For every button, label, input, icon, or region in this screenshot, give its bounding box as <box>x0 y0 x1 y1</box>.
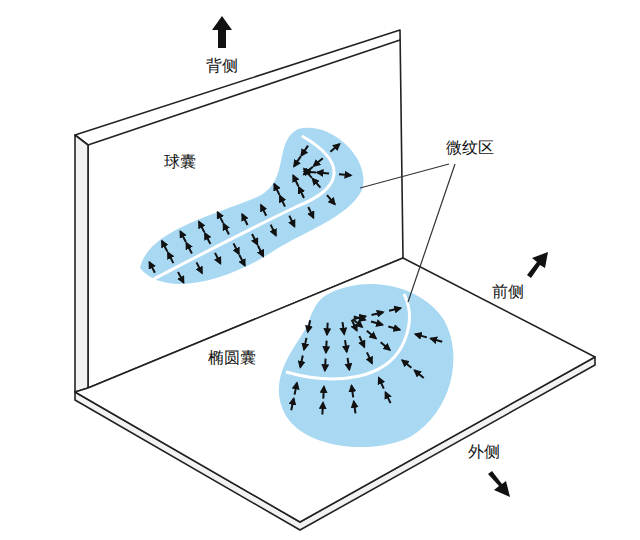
utricle-macula <box>279 284 454 447</box>
hair-cell-arrow <box>359 336 364 347</box>
hair-cell-arrow <box>178 272 184 283</box>
hair-cell-arrow <box>317 171 329 174</box>
hair-cell-arrow <box>299 187 304 198</box>
hair-cell-arrow <box>271 225 276 236</box>
hair-cell-arrow <box>402 360 411 368</box>
hair-cell-arrows <box>149 144 442 415</box>
hair-cell-arrow <box>343 322 345 334</box>
hair-cell-arrow <box>149 262 155 273</box>
hair-cell-arrow <box>330 144 339 152</box>
hair-cell-arrow <box>326 323 329 335</box>
floor-face <box>75 258 595 522</box>
hair-cell-arrow <box>215 253 220 264</box>
hair-cell-arrow <box>280 196 285 207</box>
hair-cell-arrow <box>252 234 257 245</box>
direction-arrow <box>212 16 232 48</box>
wall-edge <box>75 135 88 392</box>
hair-cell-arrow <box>324 359 327 371</box>
hair-cell-arrow <box>352 386 354 398</box>
hair-cell-arrow <box>291 399 293 411</box>
hair-cell-arrow <box>379 378 384 389</box>
hair-cell-arrow <box>325 341 328 353</box>
hair-cell-arrow <box>414 370 423 378</box>
hair-cell-arrow <box>367 331 376 339</box>
hair-cell-arrow <box>354 401 356 413</box>
hair-cell-arrow <box>168 252 174 263</box>
hair-cell-arrow <box>258 246 263 257</box>
hair-cell-arrow <box>300 356 302 368</box>
hair-cell-arrow <box>196 262 202 273</box>
hair-cell-arrow <box>322 387 325 399</box>
wall-top-edge <box>88 40 400 145</box>
hair-cell-arrow <box>353 319 362 327</box>
hair-cell-arrow <box>180 231 186 242</box>
hair-cell-arrow <box>294 156 301 166</box>
hair-cell-arrow <box>261 205 266 216</box>
hair-cell-arrow <box>354 317 366 320</box>
direction-label: 外侧 <box>468 442 500 461</box>
hair-cell-arrow <box>293 175 298 186</box>
hair-cell-arrow <box>354 316 366 319</box>
saccule-macula <box>140 128 364 284</box>
hair-cell-arrow <box>308 207 313 218</box>
saccule-striola <box>148 136 334 282</box>
direction-arrow <box>488 471 510 497</box>
hair-cell-arrow <box>313 179 321 188</box>
hair-cell-arrow <box>162 241 168 252</box>
hair-cell-arrow <box>304 167 313 175</box>
leader-line <box>360 164 449 188</box>
hair-cell-arrow <box>389 308 401 311</box>
hair-cell-arrow <box>367 352 372 363</box>
hair-cell-arrow <box>314 158 323 166</box>
hair-cell-arrow <box>301 146 308 156</box>
hair-cell-arrow <box>388 326 400 329</box>
direction-label: 前侧 <box>492 282 524 301</box>
hair-cell-arrow <box>295 383 297 395</box>
organ-label: 球囊 <box>164 152 196 171</box>
hair-cell-arrow <box>381 342 390 350</box>
hair-cell-arrow <box>348 358 350 370</box>
hair-cell-arrow <box>242 214 247 225</box>
hair-cell-arrow <box>186 243 192 254</box>
hair-cell-arrow <box>308 320 310 332</box>
hair-cell-arrow <box>385 392 390 403</box>
hair-cell-arrow <box>218 212 223 223</box>
hair-cell-arrow <box>233 243 238 254</box>
hair-cell-arrow <box>327 195 335 204</box>
hair-cell-arrow <box>289 216 294 227</box>
hair-cell-arrow <box>431 338 443 341</box>
hair-cell-arrow <box>223 224 228 235</box>
hair-cell-arrow <box>274 184 279 195</box>
direction-arrow <box>527 252 548 278</box>
hair-cell-arrow <box>415 334 427 337</box>
hair-cell-arrow <box>372 312 384 315</box>
hair-cell-arrow <box>321 403 324 415</box>
hair-cell-arrow <box>304 338 306 350</box>
hair-cell-arrow <box>371 322 383 325</box>
hair-cell-arrow <box>205 233 210 244</box>
structure-label: 微纹区 <box>446 138 494 157</box>
hair-cell-arrow <box>339 173 351 176</box>
hair-cell-arrow <box>239 255 244 266</box>
utricle-striola <box>286 294 410 379</box>
hair-cell-arrow <box>345 340 347 352</box>
hair-cell-arrow <box>199 222 204 233</box>
direction-label: 背侧 <box>206 56 238 75</box>
leader-line <box>408 164 455 302</box>
organ-label: 椭圆囊 <box>208 348 256 367</box>
floor-plane <box>75 258 595 530</box>
